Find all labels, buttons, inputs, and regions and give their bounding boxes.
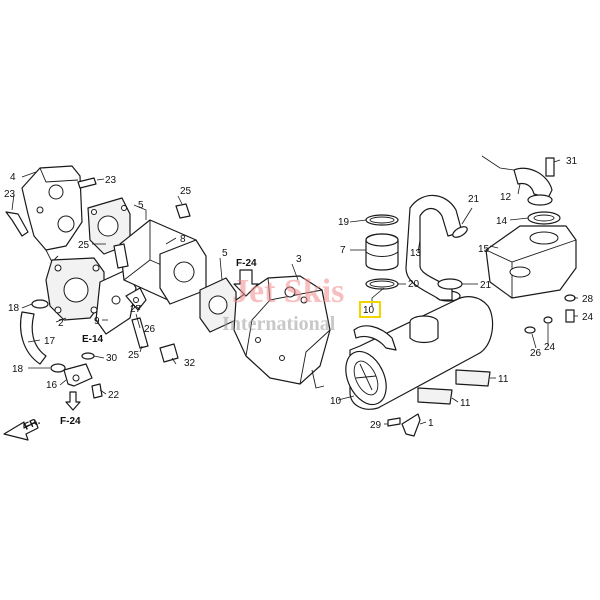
callout-12: 12	[500, 192, 512, 203]
callout-32: 32	[184, 358, 196, 369]
callout-27: 27	[130, 304, 142, 315]
reference-f24-top: F-24	[236, 258, 257, 269]
callout-8: 9	[94, 316, 100, 327]
callout-28: 28	[582, 294, 594, 305]
leader-lines	[11, 155, 578, 425]
callout-24-right: 24	[582, 312, 594, 323]
callout-5-upper: 5	[138, 200, 144, 211]
muffler	[233, 275, 331, 389]
watermark-line2: International	[222, 313, 336, 335]
callout-18-top: 18	[8, 303, 20, 314]
callout-6: 7	[340, 245, 346, 256]
callout-15: 15	[478, 244, 490, 255]
callout-4: 4	[10, 172, 16, 183]
water-box	[345, 290, 494, 437]
callout-19: 19	[338, 217, 350, 228]
callout-1: 1	[428, 418, 434, 429]
callout-23-left: 23	[4, 189, 16, 200]
callout-11-lower: 11	[460, 398, 471, 409]
callout-labels: 4 23 23 5 25 8 5 3 2 9 18 17 18 16 22 30…	[4, 156, 594, 431]
callout-17: 17	[44, 336, 56, 347]
callout-25-top: 25	[180, 186, 192, 197]
callout-14: 14	[496, 216, 508, 227]
callout-18-bottom: 18	[12, 364, 24, 375]
callout-20: 20	[408, 279, 420, 290]
rubber-hose-group	[365, 214, 399, 290]
callout-21-upper: 21	[468, 194, 480, 205]
callout-22: 22	[108, 390, 120, 401]
callout-25-bottom: 25	[128, 350, 140, 361]
callout-11-upper: 11	[498, 374, 509, 385]
callout-21-lower: 21	[480, 280, 492, 291]
callout-26-left: 26	[144, 324, 156, 335]
callout-26-right: 26	[530, 348, 542, 359]
callout-9: 10	[330, 396, 342, 407]
callout-5-right: 5	[222, 248, 228, 259]
callout-7: 8	[180, 234, 186, 245]
callout-29: 29	[370, 420, 382, 431]
front-direction-arrow	[3, 421, 39, 441]
callout-24-lower: 24	[544, 342, 556, 353]
callout-10: 10	[363, 305, 375, 316]
front-direction-label: FR.	[23, 416, 42, 433]
watermark-line1: Jet Skis	[232, 273, 344, 310]
reference-arrow	[233, 269, 259, 297]
exhaust-pipe-group	[87, 197, 237, 363]
reference-e14: E-14	[82, 334, 104, 345]
callout-25-left: 25	[78, 240, 90, 251]
water-lock-group	[485, 157, 577, 334]
highlight-box	[359, 301, 381, 318]
callout-2: 2	[58, 318, 64, 329]
callout-16: 16	[46, 380, 58, 391]
callout-31: 31	[566, 156, 578, 167]
callout-30: 30	[106, 353, 118, 364]
callout-13: 13	[410, 248, 422, 259]
watermark: Jet Skis International	[222, 273, 344, 335]
exhaust-manifold-group	[5, 165, 137, 411]
reference-f24-bottom: F-24	[60, 416, 81, 427]
callout-3: 3	[296, 254, 302, 265]
callout-23-top: 23	[105, 175, 117, 186]
